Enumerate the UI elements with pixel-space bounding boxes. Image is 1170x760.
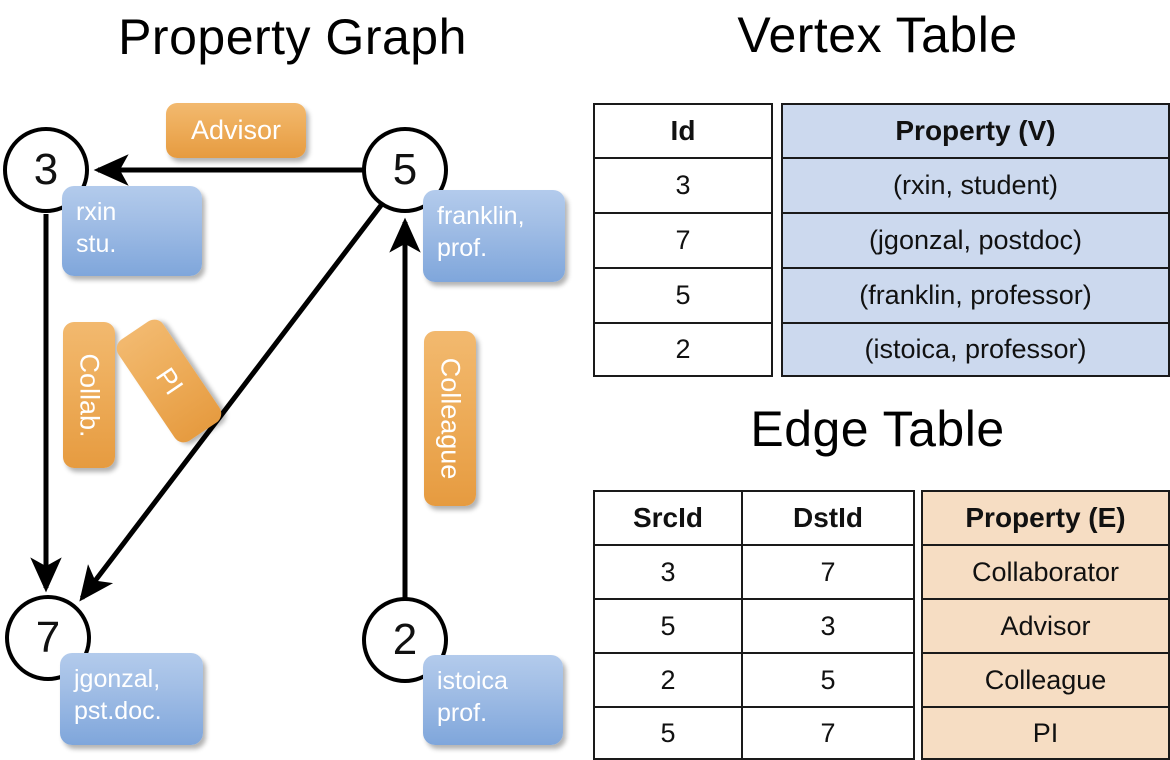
edge-table-cell-property-1: Advisor bbox=[921, 598, 1170, 652]
rxin-line1: rxin bbox=[76, 198, 117, 226]
edge-table-cell-src-2: 2 bbox=[593, 652, 743, 706]
edge-5-to-7 bbox=[79, 202, 384, 602]
node-label-7: 7 bbox=[35, 613, 61, 662]
edge-table-cell-dst-0: 7 bbox=[741, 544, 915, 598]
edge-table-src-column: SrcId 3 5 2 5 bbox=[593, 490, 743, 760]
property-graph-title: Property Graph bbox=[118, 9, 467, 65]
edge-table-cell-property-2: Colleague bbox=[921, 652, 1170, 706]
vertex-table-cell-id-0: 3 bbox=[593, 157, 773, 212]
edge-table-cell-src-3: 5 bbox=[593, 706, 743, 760]
vertex-table-title: Vertex Table bbox=[737, 7, 1018, 63]
edge-label-colleague-text: Colleague bbox=[435, 357, 466, 480]
edge-table-cell-src-1: 5 bbox=[593, 598, 743, 652]
edge-table-cell-src-0: 3 bbox=[593, 544, 743, 598]
edge-label-advisor: Advisor bbox=[166, 103, 306, 158]
vertex-table-header-id: Id bbox=[593, 103, 773, 157]
edge-table-cell-property-0: Collaborator bbox=[921, 544, 1170, 598]
vertex-table-cell-id-1: 7 bbox=[593, 212, 773, 267]
vertex-table-property-column: Property (V) (rxin, student) (jgonzal, p… bbox=[781, 103, 1170, 377]
edge-label-collab-text: Collab. bbox=[74, 352, 105, 438]
vertex-table-cell-property-1: (jgonzal, postdoc) bbox=[781, 212, 1170, 267]
vertex-table-header-property: Property (V) bbox=[781, 103, 1170, 157]
edge-table-cell-dst-1: 3 bbox=[741, 598, 915, 652]
edge-table-cell-property-3: PI bbox=[921, 706, 1170, 760]
edge-table-header-src: SrcId bbox=[593, 490, 743, 544]
vertex-table-cell-id-2: 5 bbox=[593, 267, 773, 322]
edge-table-header-dst: DstId bbox=[741, 490, 915, 544]
node-label-5: 5 bbox=[392, 145, 418, 194]
vertex-property-box-franklin: franklin, prof. bbox=[423, 190, 565, 282]
edge-table-header-property: Property (E) bbox=[921, 490, 1170, 544]
edge-label-advisor-text: Advisor bbox=[190, 115, 282, 145]
node-label-3: 3 bbox=[33, 145, 59, 194]
edge-label-colleague: Colleague bbox=[424, 331, 476, 506]
edge-table-dst-column: DstId 7 3 5 7 bbox=[741, 490, 915, 760]
edge-table-cell-dst-2: 5 bbox=[741, 652, 915, 706]
node-circle-3[interactable]: 3 bbox=[3, 127, 89, 213]
franklin-line1: franklin, bbox=[437, 202, 525, 230]
vertex-table-id-column: Id 3 7 5 2 bbox=[593, 103, 773, 377]
vertex-property-box-jgonzal: jgonzal, pst.doc. bbox=[60, 653, 203, 745]
jgonzal-line2: pst.doc. bbox=[74, 697, 162, 725]
edge-label-collab: Collab. bbox=[63, 322, 115, 468]
property-graph-diagram: 3 5 7 2 rxin stu. franklin, prof. jgonza… bbox=[3, 103, 565, 745]
vertex-property-box-istoica: istoica prof. bbox=[423, 655, 563, 745]
edge-table-property-column: Property (E) Collaborator Advisor Collea… bbox=[921, 490, 1170, 760]
rxin-line2: stu. bbox=[76, 230, 117, 258]
istoica-line2: prof. bbox=[437, 699, 488, 727]
vertex-table-cell-id-3: 2 bbox=[593, 322, 773, 377]
vertex-table-cell-property-2: (franklin, professor) bbox=[781, 267, 1170, 322]
vertex-table-cell-property-0: (rxin, student) bbox=[781, 157, 1170, 212]
edge-table-cell-dst-3: 7 bbox=[741, 706, 915, 760]
jgonzal-line1: jgonzal, bbox=[74, 665, 161, 693]
edge-label-pi-text: PI bbox=[149, 361, 189, 400]
istoica-line1: istoica bbox=[437, 667, 508, 695]
edge-table-title: Edge Table bbox=[750, 401, 1005, 457]
graph-edges-svg bbox=[30, 154, 421, 602]
vertex-table-cell-property-3: (istoica, professor) bbox=[781, 322, 1170, 377]
franklin-line2: prof. bbox=[437, 234, 488, 262]
vertex-property-box-rxin: rxin stu. bbox=[62, 186, 202, 276]
node-label-2: 2 bbox=[392, 615, 418, 664]
